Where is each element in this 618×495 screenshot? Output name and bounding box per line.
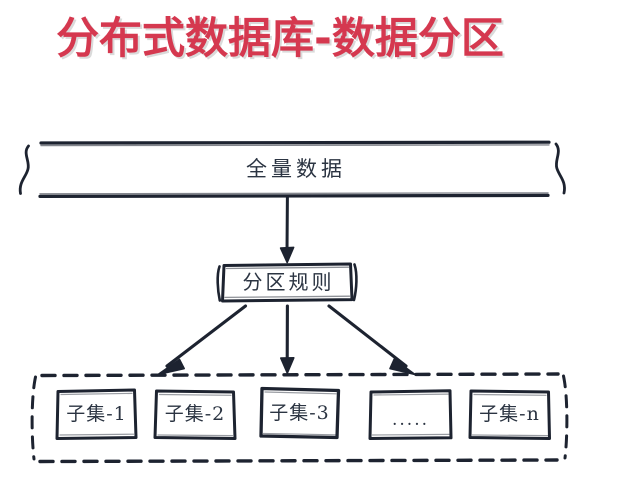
subset-box-n: 子集-n [470,390,549,438]
subset-label-3: 子集-3 [269,402,330,424]
subset-box-2: 子集-2 [155,390,235,438]
edge-rule-to-subset-3 [280,304,295,374]
source-node-label: 全量数据 [246,157,346,181]
subset-label-1: 子集-1 [66,403,127,425]
subset-box-ellipsis: ..... [370,390,451,438]
subset-box-3: 子集-3 [261,389,338,437]
subset-box-1: 子集-1 [57,390,136,438]
edge-rule-to-subset-1 [157,304,248,376]
edge-rule-to-subset-n [327,304,416,376]
subset-label-2: 子集-2 [164,403,226,425]
subset-label-n: 子集-n [479,403,540,425]
subset-label-ellipsis: ..... [391,410,430,430]
rule-node-label: 分区规则 [242,270,335,294]
edge-source-to-rule [279,195,295,264]
page-title: 分布式数据库-数据分区 [56,14,504,64]
